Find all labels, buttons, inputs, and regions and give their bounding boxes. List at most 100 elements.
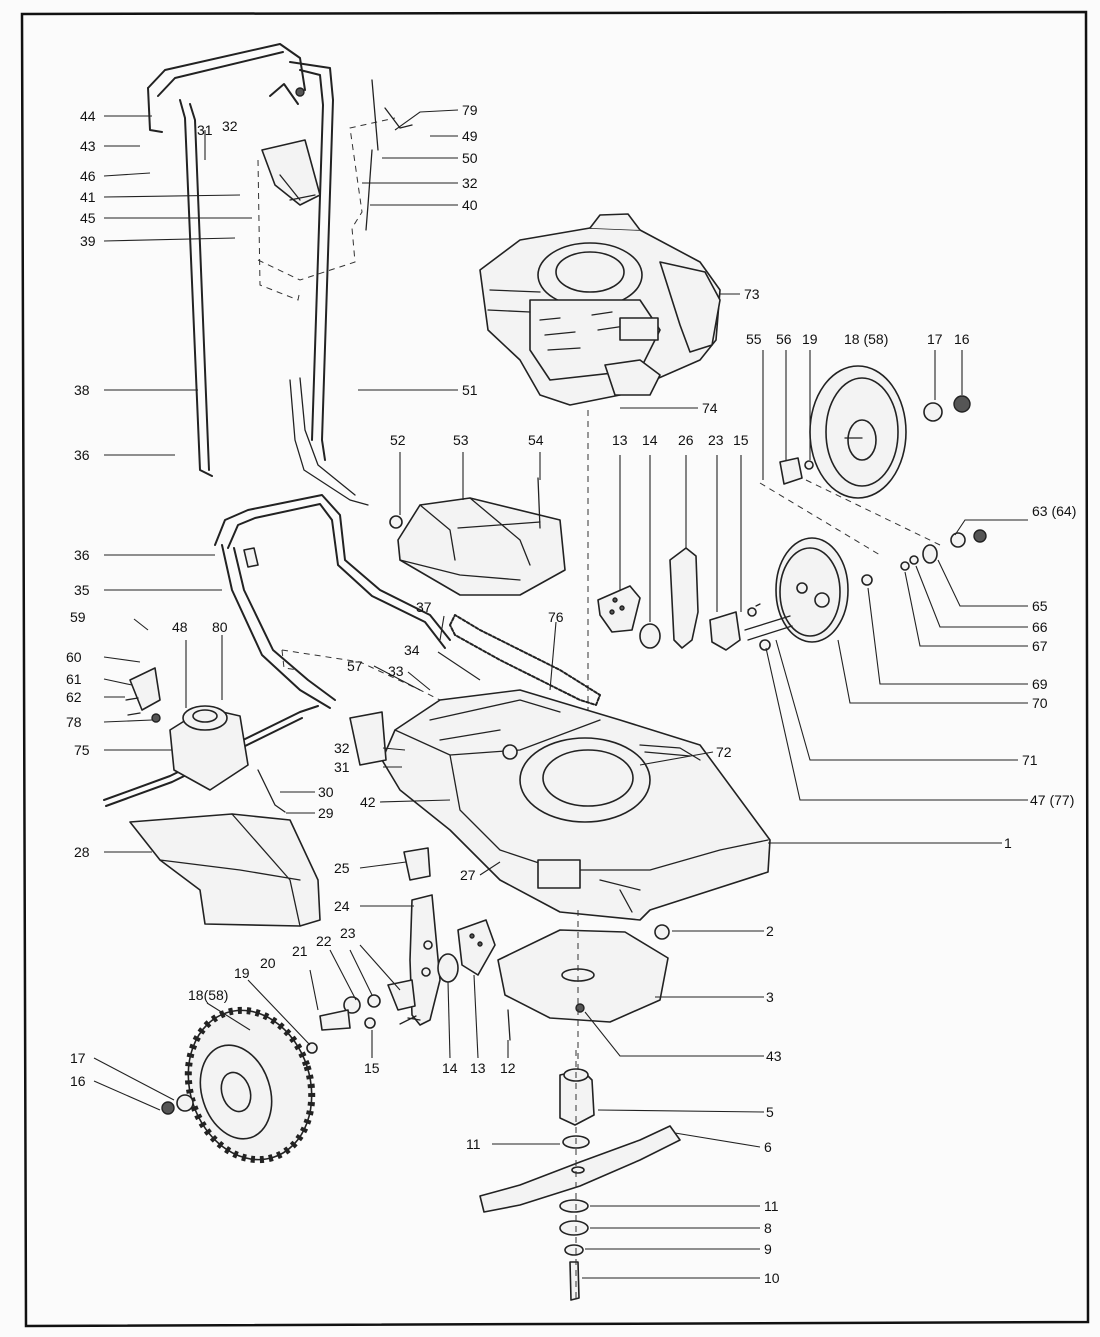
label-55: 55 bbox=[746, 331, 762, 347]
label-18-58-b: 18(58) bbox=[188, 987, 228, 1003]
drive-belt bbox=[449, 614, 601, 706]
label-20: 20 bbox=[260, 955, 276, 971]
label-56: 56 bbox=[776, 331, 792, 347]
label-40: 40 bbox=[462, 197, 478, 213]
label-1: 1 bbox=[1004, 835, 1012, 851]
label-38: 38 bbox=[74, 382, 90, 398]
label-15: 15 bbox=[733, 432, 749, 448]
blade-disc bbox=[497, 910, 670, 1070]
label-5: 5 bbox=[766, 1104, 774, 1120]
label-17-b: 17 bbox=[70, 1050, 86, 1066]
label-71: 71 bbox=[1022, 752, 1038, 768]
label-74: 74 bbox=[702, 400, 718, 416]
label-36-b: 36 bbox=[74, 547, 90, 563]
label-49: 49 bbox=[462, 128, 478, 144]
label-80: 80 bbox=[212, 619, 228, 635]
label-61: 61 bbox=[66, 671, 82, 687]
label-11: 11 bbox=[466, 1136, 481, 1152]
label-63-64: 63 (64) bbox=[1032, 503, 1076, 519]
label-47-77: 47 (77) bbox=[1030, 792, 1074, 808]
label-6: 6 bbox=[764, 1139, 772, 1155]
label-79: 79 bbox=[462, 102, 478, 118]
label-15-b: 15 bbox=[364, 1060, 380, 1076]
label-57: 57 bbox=[347, 658, 363, 674]
label-11-b: 11 bbox=[764, 1198, 779, 1214]
label-29: 29 bbox=[318, 805, 334, 821]
label-13-b: 13 bbox=[470, 1060, 486, 1076]
label-36: 36 bbox=[74, 447, 90, 463]
label-66: 66 bbox=[1032, 619, 1048, 635]
label-17: 17 bbox=[927, 331, 943, 347]
label-51: 51 bbox=[462, 382, 478, 398]
label-30: 30 bbox=[318, 784, 334, 800]
label-59: 59 bbox=[70, 609, 86, 625]
label-39: 39 bbox=[80, 233, 96, 249]
label-42: 42 bbox=[360, 794, 376, 810]
label-69: 69 bbox=[1032, 676, 1048, 692]
label-48: 48 bbox=[172, 619, 188, 635]
discharge-chute bbox=[129, 769, 321, 927]
label-10: 10 bbox=[764, 1270, 780, 1286]
label-21: 21 bbox=[292, 943, 308, 959]
label-14-b: 14 bbox=[442, 1060, 458, 1076]
label-31-b: 31 bbox=[334, 759, 350, 775]
label-54: 54 bbox=[528, 432, 544, 448]
label-25: 25 bbox=[334, 860, 350, 876]
label-78: 78 bbox=[66, 714, 82, 730]
rear-wheel bbox=[759, 365, 971, 556]
height-adjust-brackets bbox=[597, 547, 761, 651]
label-62: 62 bbox=[66, 689, 82, 705]
label-28: 28 bbox=[74, 844, 90, 860]
label-32: 32 bbox=[222, 118, 238, 134]
label-34: 34 bbox=[404, 642, 420, 658]
label-37: 37 bbox=[416, 599, 432, 615]
label-23-b: 23 bbox=[340, 925, 356, 941]
label-2: 2 bbox=[766, 923, 774, 939]
label-76: 76 bbox=[548, 609, 564, 625]
label-65: 65 bbox=[1032, 598, 1048, 614]
label-18-58: 18 (58) bbox=[844, 331, 888, 347]
label-12: 12 bbox=[500, 1060, 516, 1076]
label-75: 75 bbox=[74, 742, 90, 758]
label-16-b: 16 bbox=[70, 1073, 86, 1089]
leader-lines bbox=[93, 109, 1028, 1279]
label-3: 3 bbox=[766, 989, 774, 1005]
part-labels: 44 43 31 32 46 41 45 39 79 49 50 32 40 7… bbox=[66, 102, 1076, 1286]
label-70: 70 bbox=[1032, 695, 1048, 711]
label-44: 44 bbox=[80, 108, 96, 124]
blade-stack bbox=[479, 1050, 681, 1301]
label-67: 67 bbox=[1032, 638, 1048, 654]
wheel-hub bbox=[744, 529, 987, 651]
label-9: 9 bbox=[764, 1241, 772, 1257]
label-32-b: 32 bbox=[462, 175, 478, 191]
front-height-brackets bbox=[306, 847, 496, 1054]
label-31: 31 bbox=[197, 122, 213, 138]
engine-cover bbox=[389, 477, 566, 596]
mower-deck bbox=[349, 689, 771, 921]
label-19-b: 19 bbox=[234, 965, 250, 981]
upper-handle bbox=[147, 43, 413, 477]
label-41: 41 bbox=[80, 189, 96, 205]
label-16: 16 bbox=[954, 331, 970, 347]
label-13: 13 bbox=[612, 432, 628, 448]
label-35: 35 bbox=[74, 582, 90, 598]
engine bbox=[479, 213, 721, 406]
label-24: 24 bbox=[334, 898, 350, 914]
label-33: 33 bbox=[388, 663, 404, 679]
label-23: 23 bbox=[708, 432, 724, 448]
label-60: 60 bbox=[66, 649, 82, 665]
label-19: 19 bbox=[802, 331, 818, 347]
label-52: 52 bbox=[390, 432, 406, 448]
label-26: 26 bbox=[678, 432, 694, 448]
label-32-c: 32 bbox=[334, 740, 350, 756]
label-45: 45 bbox=[80, 210, 96, 226]
label-50: 50 bbox=[462, 150, 478, 166]
front-wheel bbox=[161, 1006, 316, 1164]
label-22: 22 bbox=[316, 933, 332, 949]
lower-handle bbox=[214, 377, 451, 709]
page-frame bbox=[20, 10, 1090, 1328]
label-73: 73 bbox=[744, 286, 760, 302]
label-72: 72 bbox=[716, 744, 732, 760]
label-46: 46 bbox=[80, 168, 96, 184]
